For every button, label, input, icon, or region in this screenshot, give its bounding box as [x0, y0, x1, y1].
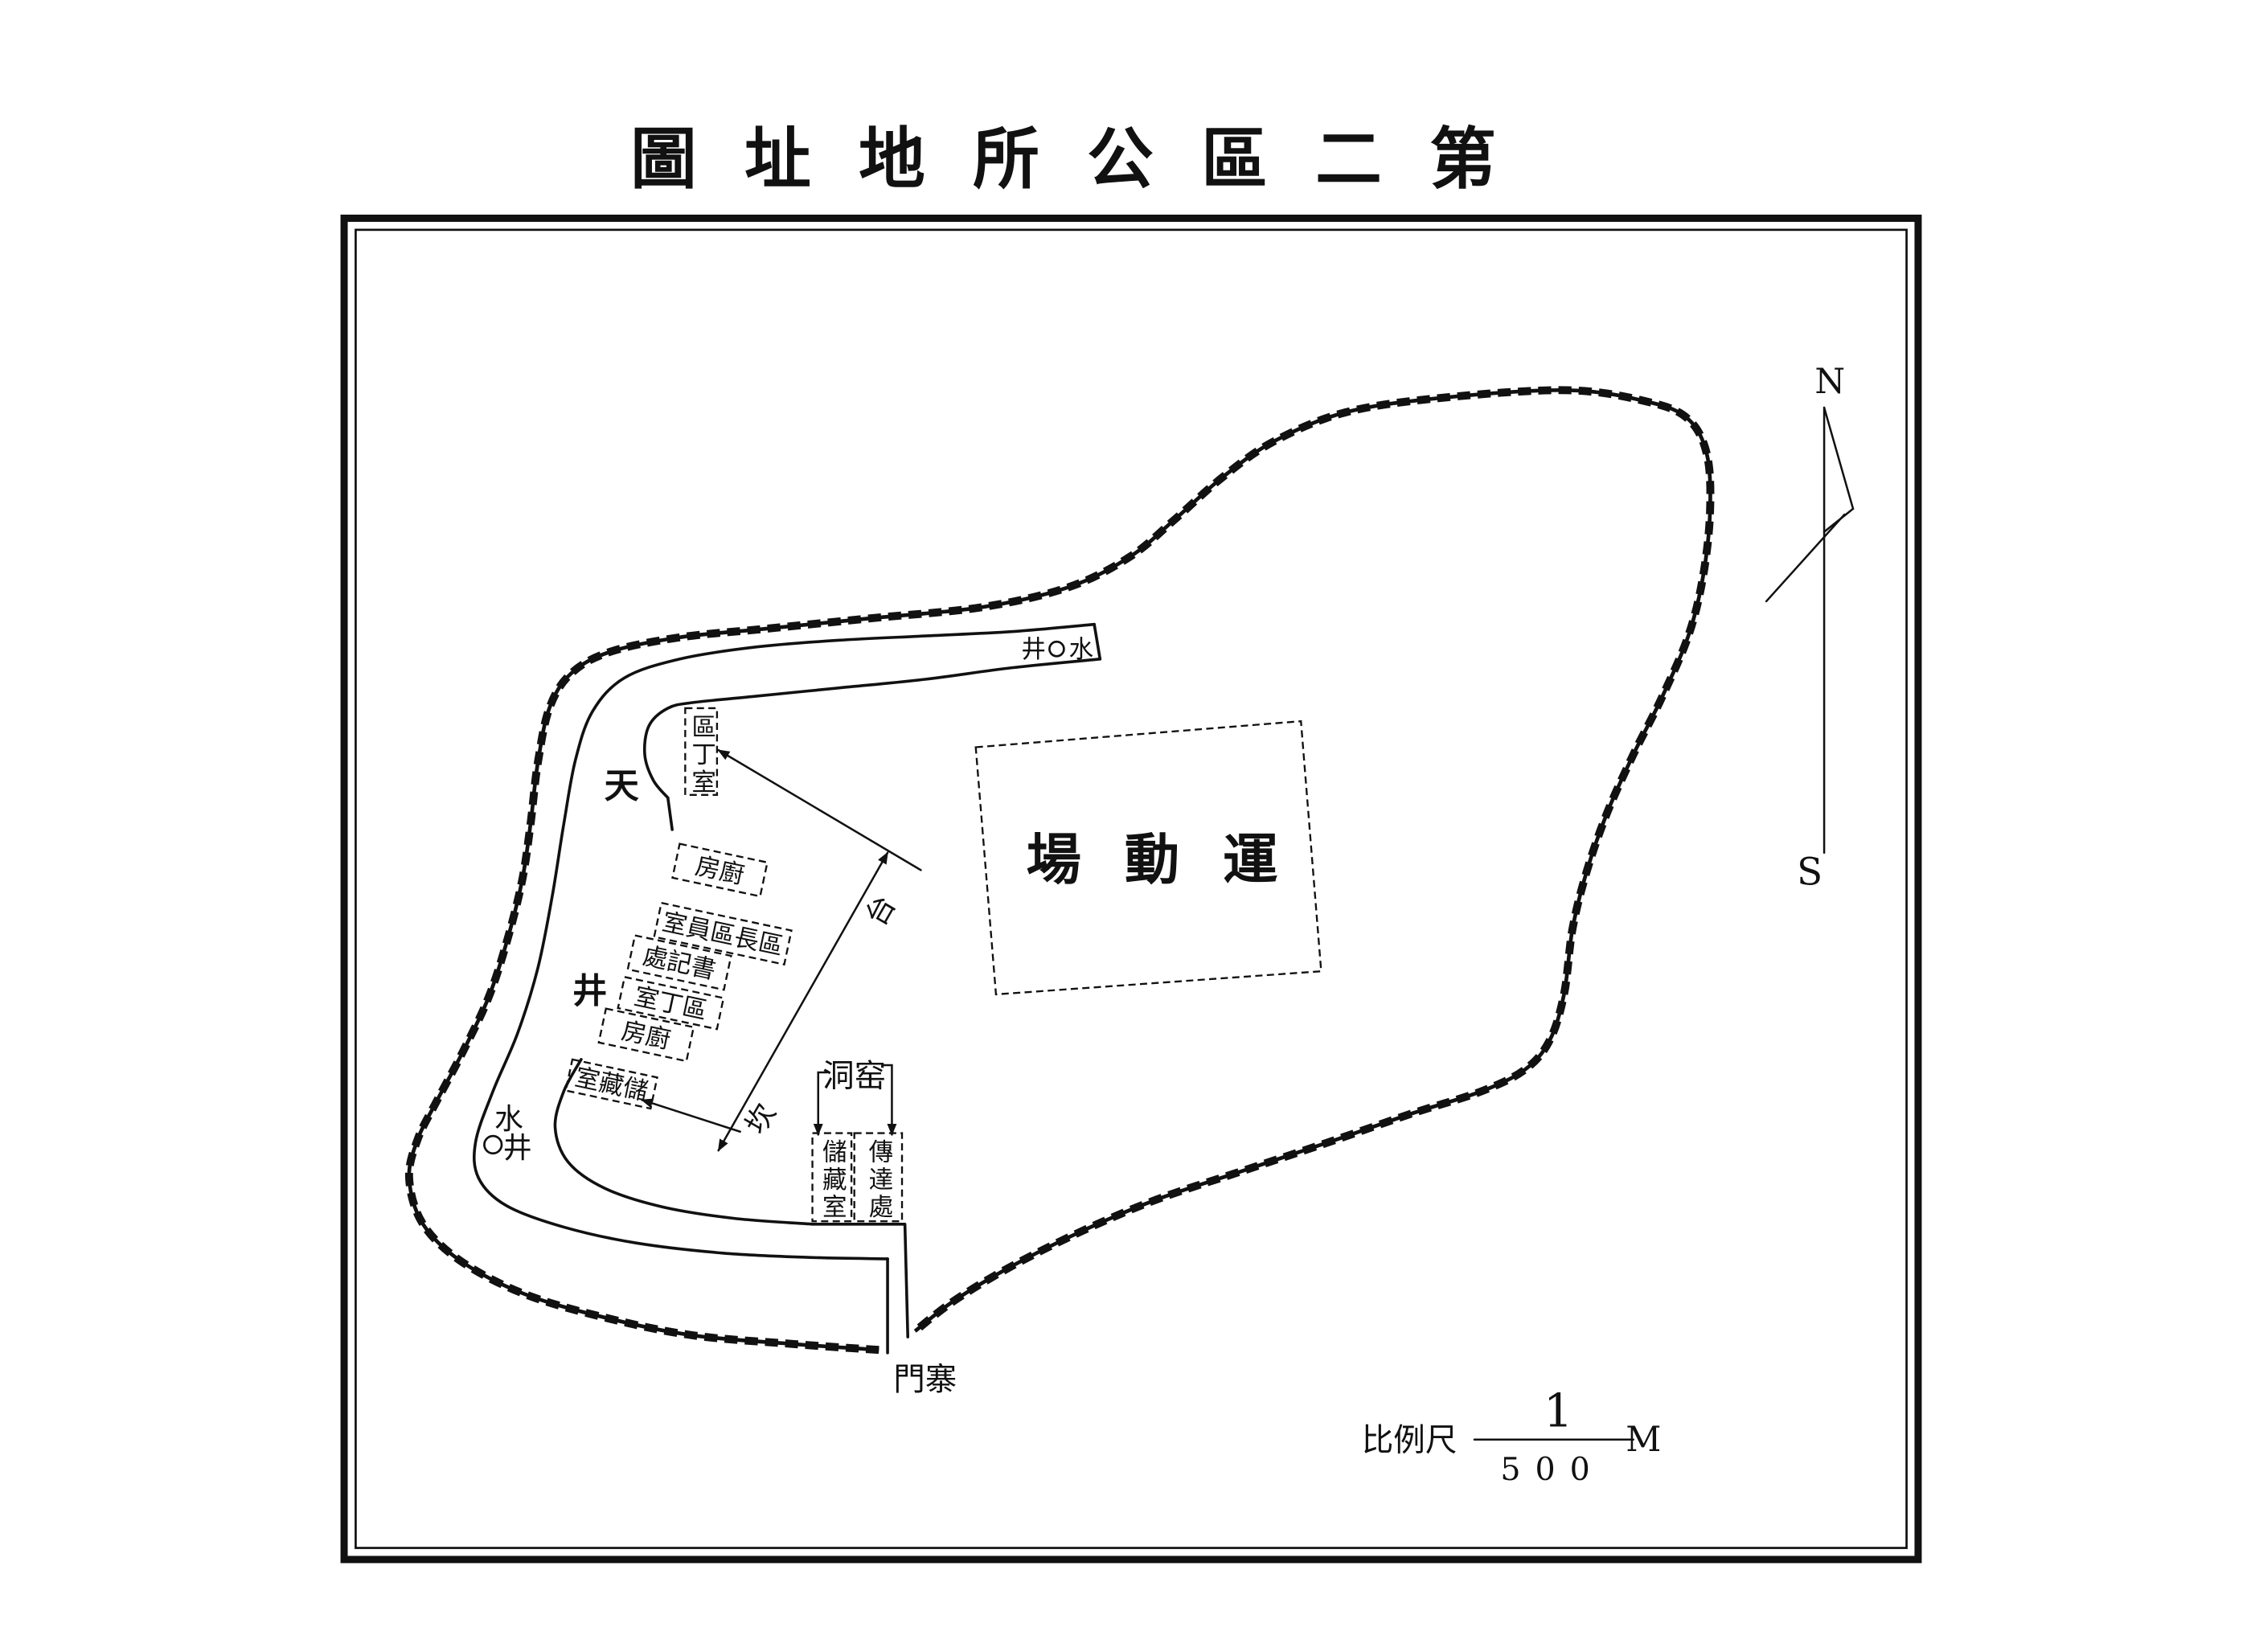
well-symbol-icon [1048, 640, 1065, 658]
compass-arrowhead-icon [1822, 406, 1855, 533]
well-southwest: 水 井 [483, 1103, 532, 1165]
bank-dimension-line [717, 851, 889, 1152]
courtyard-char-1: 天 [605, 765, 639, 806]
north-arrow: N S [1765, 362, 1855, 894]
room-label: 傳達處 [864, 1139, 893, 1222]
room-reception: 傳達處 [853, 1132, 904, 1223]
scale-numerator: 1 [1544, 1384, 1573, 1438]
well-southwest-char-1: 水 [494, 1103, 523, 1136]
cave-dwelling: 窑洞 儲藏室 傳達處 [811, 1058, 904, 1223]
room-outline [684, 707, 719, 797]
fortress-wall [407, 387, 1712, 1352]
pointer-line-south [640, 1098, 741, 1133]
well-northeast-char-1: 水 [1069, 636, 1094, 664]
compass-south-label: S [1797, 851, 1822, 894]
pointer-line-north [717, 748, 922, 871]
athletic-field: 運動場 [974, 719, 1322, 996]
road-inner-edge-south [553, 1058, 814, 1226]
room-outline [853, 1132, 904, 1223]
athletic-field-outline [974, 719, 1322, 996]
scale-bar: 比例尺 1 500 M [1362, 1384, 1662, 1489]
well-northeast: 井 水 [1021, 636, 1093, 664]
courtyard-char-2: 井 [572, 971, 607, 1012]
courtyard-edge-stub [666, 796, 674, 831]
room-storage-east: 儲藏室 [811, 1132, 853, 1223]
map-frame-outer [340, 214, 1922, 1564]
compass-declination-line [1765, 513, 1846, 603]
cave-bracket-right [882, 1064, 897, 1136]
room-outline [811, 1132, 853, 1223]
road-inner-edge-north [642, 658, 1102, 800]
cave-dwelling-label: 窑洞 [822, 1058, 886, 1095]
well-southwest-char-2: 井 [503, 1132, 532, 1165]
compass-north-label: N [1814, 362, 1845, 402]
room-guard-north: 區丁室 [684, 707, 719, 797]
scale-unit: M [1626, 1420, 1661, 1460]
road-end-cap [1093, 622, 1102, 661]
room-outline [564, 1058, 658, 1110]
room-label: 區丁室 [687, 714, 715, 796]
well-symbol-icon [483, 1134, 503, 1155]
well-northeast-char-2: 井 [1021, 636, 1046, 664]
road-outer-edge [472, 622, 1096, 1261]
map-frame-inner [355, 228, 1908, 1549]
scale-label: 比例尺 [1362, 1422, 1458, 1459]
scale-denominator: 500 [1500, 1451, 1604, 1488]
room-label: 儲藏室 [818, 1139, 847, 1222]
cave-bracket-left [813, 1071, 828, 1136]
gate-right-post [810, 1223, 910, 1338]
gate-label: 寨門 [893, 1362, 957, 1399]
athletic-field-label: 運動場 [1027, 828, 1322, 892]
map-title: 第二區公所地址圖 [630, 120, 1544, 199]
